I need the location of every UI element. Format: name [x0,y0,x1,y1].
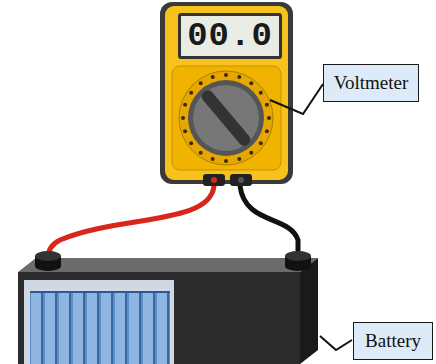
callout-box: Battery [353,322,433,360]
battery [18,251,318,364]
callout-box: Voltmeter [323,64,419,102]
callout-text: Voltmeter [334,72,409,94]
red-lead [48,186,214,258]
meter-display: 00.0 [178,13,282,59]
leader-line [320,336,352,350]
dial-marks [181,73,271,163]
leader-line [270,84,323,114]
black-lead [240,186,298,258]
callout-text: Battery [365,330,421,352]
display-reading: 00.0 [187,17,273,55]
multimeter [160,2,293,186]
